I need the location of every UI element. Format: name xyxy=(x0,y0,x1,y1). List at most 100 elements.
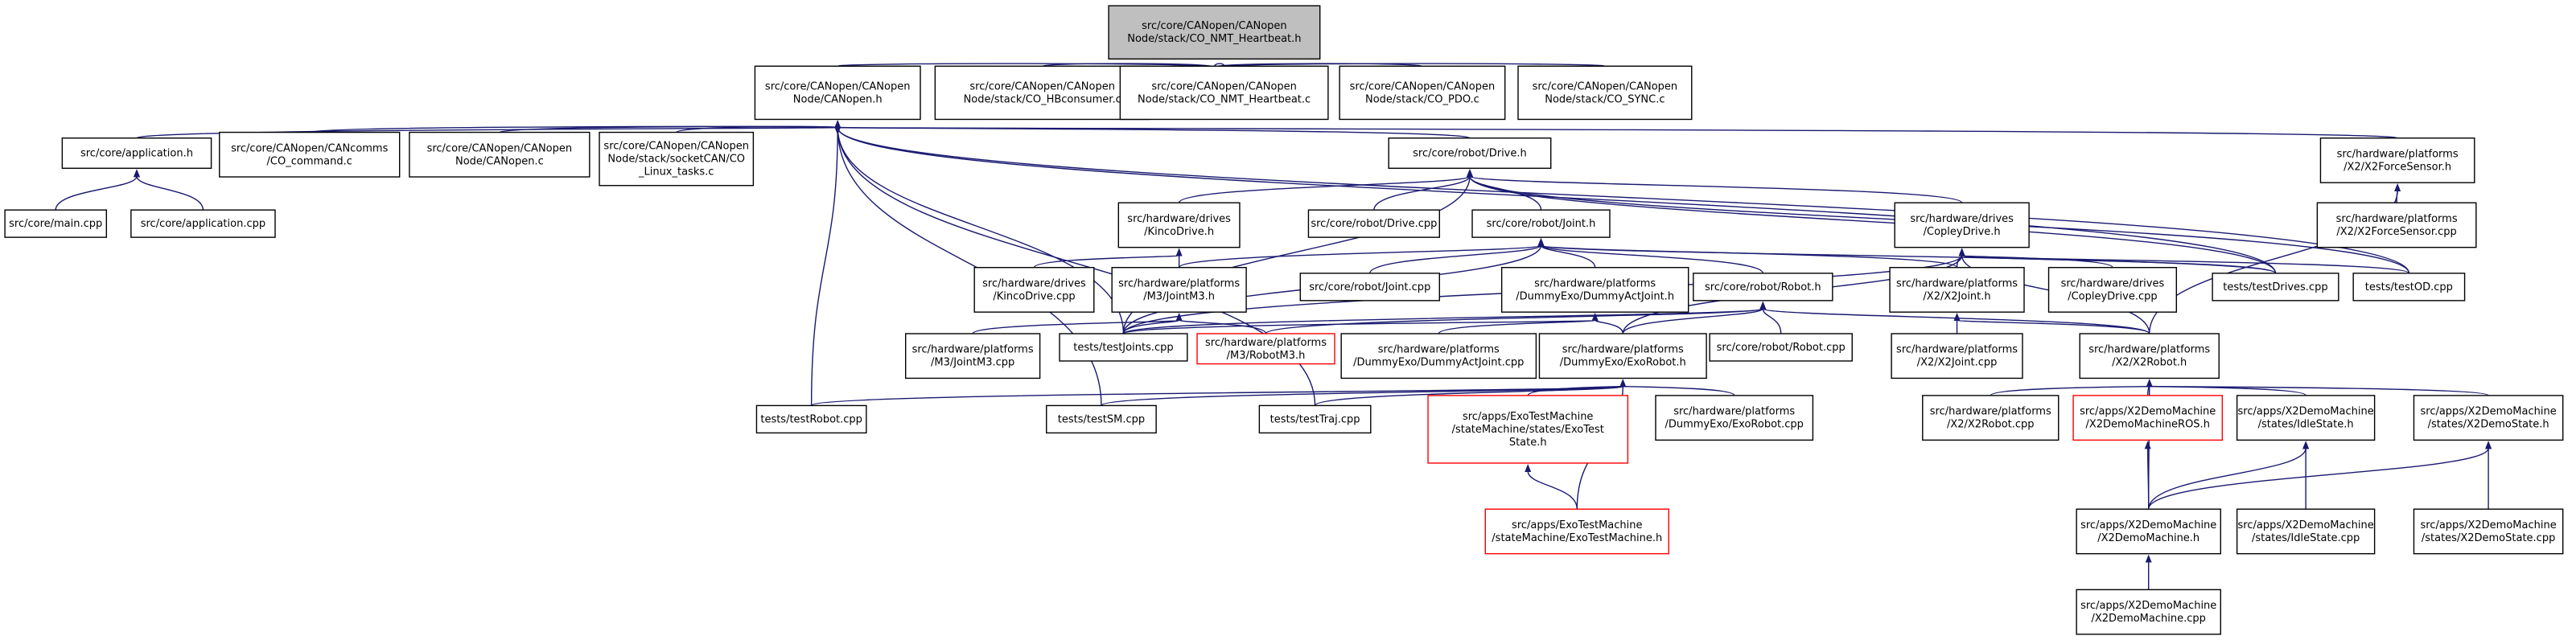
graph-node-box[interactable] xyxy=(2079,333,2220,379)
graph-node[interactable]: src/core/robot/Drive.h xyxy=(1388,137,1552,169)
graph-node[interactable]: src/core/CANopen/CANopenNode/stack/CO_SY… xyxy=(1517,65,1693,121)
graph-node-box[interactable] xyxy=(1111,267,1247,313)
graph-node[interactable]: src/hardware/platforms/X2/X2Robot.h xyxy=(2079,333,2220,379)
graph-node[interactable]: src/core/robot/Robot.cpp xyxy=(1709,333,1853,362)
graph-node-box[interactable] xyxy=(1471,209,1611,238)
graph-node-box[interactable] xyxy=(1258,404,1372,434)
graph-node-box[interactable] xyxy=(2076,589,2221,635)
graph-node-box[interactable] xyxy=(1339,65,1506,121)
graph-node-box[interactable] xyxy=(2352,273,2466,302)
graph-node[interactable]: src/apps/X2DemoMachine/states/IdleState.… xyxy=(2236,508,2376,555)
graph-node-box[interactable] xyxy=(1108,5,1321,60)
graph-node-box[interactable] xyxy=(2047,267,2178,313)
graph-node-box[interactable] xyxy=(2236,508,2376,555)
graph-node-box[interactable] xyxy=(973,267,1095,313)
graph-node-box[interactable] xyxy=(1922,395,2060,441)
graph-node-box[interactable] xyxy=(1046,404,1157,434)
graph-node-box[interactable] xyxy=(1117,202,1241,248)
graph-node-box[interactable] xyxy=(1484,508,1669,555)
graph-node[interactable]: src/core/main.cpp xyxy=(4,209,108,238)
graph-node-box[interactable] xyxy=(2076,508,2221,555)
graph-node[interactable]: src/hardware/platforms/DummyExo/DummyAct… xyxy=(1500,267,1689,313)
graph-node-box[interactable] xyxy=(1119,65,1329,121)
graph-node[interactable]: src/hardware/drives/CopleyDrive.cpp xyxy=(2047,267,2178,313)
graph-node[interactable]: tests/testJoints.cpp xyxy=(1059,333,1188,362)
graph-node[interactable]: src/apps/X2DemoMachine/X2DemoMachineROS.… xyxy=(2072,395,2224,441)
graph-node[interactable]: tests/testRobot.cpp xyxy=(755,404,867,434)
graph-node-box[interactable] xyxy=(2413,508,2564,555)
graph-node[interactable]: src/core/CANopen/CANcomms/CO_command.c xyxy=(219,131,401,178)
graph-node[interactable]: src/core/robot/Drive.cpp xyxy=(1307,209,1440,238)
graph-node[interactable]: src/hardware/platforms/M3/RobotM3.h xyxy=(1196,333,1335,365)
graph-node-box[interactable] xyxy=(2316,202,2477,248)
graph-node[interactable]: src/apps/X2DemoMachine/states/IdleState.… xyxy=(2236,395,2376,441)
graph-node-box[interactable] xyxy=(1889,267,2025,313)
graph-node-box[interactable] xyxy=(755,404,867,434)
graph-node[interactable]: src/apps/X2DemoMachine/X2DemoMachine.h xyxy=(2076,508,2221,555)
graph-node[interactable]: src/hardware/platforms/X2/X2ForceSensor.… xyxy=(2316,202,2477,248)
graph-node-box[interactable] xyxy=(1500,267,1689,313)
graph-node[interactable]: src/hardware/platforms/X2/X2Joint.h xyxy=(1889,267,2025,313)
graph-node[interactable]: tests/testOD.cpp xyxy=(2352,273,2466,302)
graph-node-box[interactable] xyxy=(754,65,921,121)
graph-node[interactable]: src/hardware/platforms/X2/X2Robot.cpp xyxy=(1922,395,2060,441)
graph-node[interactable]: src/hardware/drives/KincoDrive.cpp xyxy=(973,267,1095,313)
graph-node[interactable]: tests/testTraj.cpp xyxy=(1258,404,1372,434)
graph-node[interactable]: src/apps/ExoTestMachine/stateMachine/sta… xyxy=(1427,395,1629,464)
graph-node-box[interactable] xyxy=(599,131,755,187)
graph-node-box[interactable] xyxy=(1388,137,1552,169)
graph-node-box[interactable] xyxy=(1299,273,1440,302)
graph-node[interactable]: src/hardware/drives/CopleyDrive.h xyxy=(1894,202,2030,248)
graph-node[interactable]: src/apps/ExoTestMachine/stateMachine/Exo… xyxy=(1484,508,1669,555)
graph-node[interactable]: src/core/CANopen/CANopenNode/stack/CO_PD… xyxy=(1339,65,1506,121)
graph-node-box[interactable] xyxy=(934,65,1150,121)
graph-node-box[interactable] xyxy=(1709,333,1853,362)
graph-node[interactable]: src/core/CANopen/CANopenNode/stack/CO_NM… xyxy=(1119,65,1329,121)
graph-node-box[interactable] xyxy=(2212,273,2339,302)
graph-node[interactable]: src/hardware/platforms/X2/X2Joint.cpp xyxy=(1891,333,2023,379)
graph-node[interactable]: tests/testSM.cpp xyxy=(1046,404,1157,434)
graph-node[interactable]: src/hardware/platforms/M3/JointM3.cpp xyxy=(904,333,1041,379)
graph-node-box[interactable] xyxy=(1693,273,1833,302)
graph-node-box[interactable] xyxy=(219,131,401,178)
graph-node-box[interactable] xyxy=(1655,395,1814,441)
graph-node-box[interactable] xyxy=(130,209,276,238)
graph-node[interactable]: src/hardware/platforms/DummyExo/ExoRobot… xyxy=(1655,395,1814,441)
graph-node[interactable]: src/core/robot/Joint.h xyxy=(1471,209,1611,238)
graph-node[interactable]: src/core/CANopen/CANopenNode/stack/CO_NM… xyxy=(1108,5,1321,60)
graph-node-box[interactable] xyxy=(2319,137,2475,183)
graph-node[interactable]: src/hardware/platforms/DummyExo/DummyAct… xyxy=(1340,333,1537,379)
graph-node-box[interactable] xyxy=(2072,395,2224,441)
graph-node-box[interactable] xyxy=(4,209,108,238)
graph-node[interactable]: src/hardware/platforms/DummyExo/ExoRobot… xyxy=(1538,333,1707,379)
graph-node-box[interactable] xyxy=(2413,395,2564,441)
graph-node[interactable]: src/apps/X2DemoMachine/X2DemoMachine.cpp xyxy=(2076,589,2221,635)
graph-node-box[interactable] xyxy=(1538,333,1707,379)
graph-node-box[interactable] xyxy=(1059,333,1188,362)
graph-node-box[interactable] xyxy=(1196,333,1335,365)
graph-node-box[interactable] xyxy=(904,333,1041,379)
graph-node[interactable]: src/core/application.cpp xyxy=(130,209,276,238)
graph-node-box[interactable] xyxy=(1894,202,2030,248)
graph-node-box[interactable] xyxy=(1340,333,1537,379)
graph-node[interactable]: tests/testDrives.cpp xyxy=(2212,273,2339,302)
graph-node-box[interactable] xyxy=(1307,209,1440,238)
graph-node-box[interactable] xyxy=(1427,395,1629,464)
graph-node[interactable]: src/core/CANopen/CANopenNode/stack/socke… xyxy=(599,131,755,187)
graph-node-box[interactable] xyxy=(2236,395,2376,441)
graph-node-box[interactable] xyxy=(409,131,591,178)
graph-node-box[interactable] xyxy=(61,137,212,169)
graph-node[interactable]: src/apps/X2DemoMachine/states/X2DemoStat… xyxy=(2413,395,2564,441)
graph-node[interactable]: src/core/robot/Joint.cpp xyxy=(1299,273,1440,302)
graph-node[interactable]: src/core/robot/Robot.h xyxy=(1693,273,1833,302)
graph-node-box[interactable] xyxy=(1517,65,1693,121)
graph-node[interactable]: src/apps/X2DemoMachine/states/X2DemoStat… xyxy=(2413,508,2564,555)
graph-node[interactable]: src/hardware/platforms/M3/JointM3.h xyxy=(1111,267,1247,313)
graph-node[interactable]: src/core/application.h xyxy=(61,137,212,169)
graph-node[interactable]: src/hardware/platforms/X2/X2ForceSensor.… xyxy=(2319,137,2475,183)
graph-node[interactable]: src/hardware/drives/KincoDrive.h xyxy=(1117,202,1241,248)
graph-node-box[interactable] xyxy=(1891,333,2023,379)
graph-node[interactable]: src/core/CANopen/CANopenNode/stack/CO_HB… xyxy=(934,65,1150,121)
